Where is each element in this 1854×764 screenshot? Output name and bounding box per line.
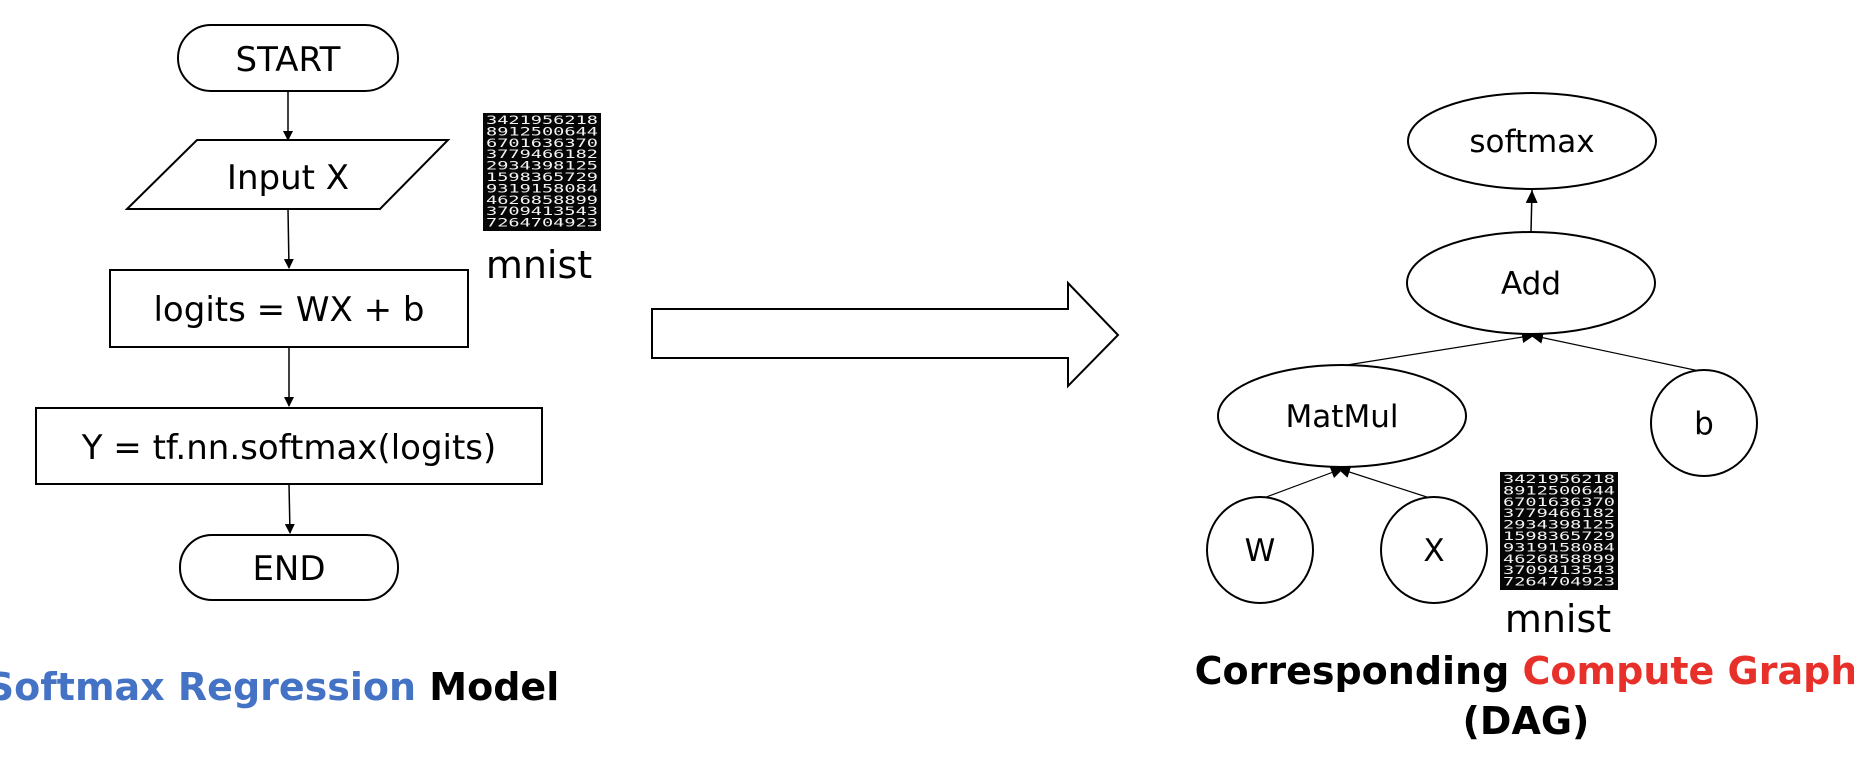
mnist-digit-row: 3709413543	[1503, 563, 1615, 577]
mnist-label-left: mnist	[486, 243, 592, 287]
node-matmul-label: MatMul	[1286, 399, 1399, 435]
node-add	[1406, 231, 1656, 335]
mnist-digit-row: 1598365729	[1503, 529, 1615, 543]
edge-w-to-matmul	[1260, 466, 1345, 500]
edge-x-to-matmul	[1336, 466, 1434, 500]
graph-caption-line2: (DAG)	[1463, 699, 1590, 743]
mnist-digit-row: 9319158084	[486, 181, 598, 195]
transform-arrow	[651, 280, 1120, 389]
node-x	[1380, 496, 1488, 604]
mnist-digit-row: 6701636370	[486, 136, 598, 150]
mnist-digit-row: 3779466182	[1503, 506, 1615, 520]
edge-add-to-softmax	[1525, 189, 1538, 233]
mnist-digits-left: 3421956218891250064467016363703779466182…	[486, 113, 598, 230]
node-b-label: b	[1694, 406, 1714, 442]
end-terminal	[179, 534, 399, 601]
edge-b-to-add	[1529, 331, 1705, 373]
mnist-digit-row: 2934398125	[486, 159, 598, 173]
input-label: Input X	[227, 158, 349, 198]
graph-caption-highlight-red: Compute Graph	[1523, 649, 1854, 693]
mnist-digit-row: 6701636370	[1503, 495, 1615, 509]
node-softmax	[1407, 92, 1657, 190]
node-softmax-label: softmax	[1469, 124, 1594, 160]
flowchart-caption: Softmax Regression Model	[0, 665, 559, 709]
node-matmul	[1217, 364, 1467, 468]
mnist-digit-row: 1598365729	[486, 170, 598, 184]
mnist-digit-row: 3709413543	[486, 204, 598, 218]
mnist-thumbnail-right: 3421956218891250064467016363703779466182…	[1500, 472, 1618, 590]
mnist-thumbnail-left: 3421956218891250064467016363703779466182…	[483, 113, 601, 231]
node-w	[1206, 496, 1314, 604]
logits-label: logits = WX + b	[153, 290, 424, 330]
softmax-eq-box	[35, 407, 543, 485]
caption-highlight-blue: Softmax Regression	[0, 665, 416, 709]
mnist-digit-row: 3421956218	[1503, 472, 1615, 486]
mnist-label-right: mnist	[1505, 597, 1611, 641]
logits-box	[109, 269, 469, 348]
edge-matmul-to-add	[1346, 331, 1536, 366]
flowchart: START Input X logits = WX + b Y = tf.nn.…	[0, 24, 601, 709]
arrow-input-to-logits	[283, 208, 294, 269]
caption-model-word: Model	[416, 665, 559, 709]
end-label: END	[252, 549, 325, 589]
mnist-digit-row: 3779466182	[486, 147, 598, 161]
mnist-digits-right: 3421956218891250064467016363703779466182…	[1503, 472, 1615, 589]
mnist-digit-row: 4626858899	[486, 193, 598, 207]
graph-caption-line1: Corresponding Compute Graph	[1195, 649, 1854, 693]
mnist-digit-row: 7264704923	[1503, 575, 1615, 589]
arrow-softmax-to-end	[284, 483, 295, 534]
node-w-label: W	[1245, 533, 1276, 569]
mnist-digit-row: 2934398125	[1503, 518, 1615, 532]
compute-graph: softmax Add MatMul b W X 342195621889125…	[1195, 92, 1854, 743]
start-label: START	[236, 40, 341, 80]
mnist-digit-row: 3421956218	[486, 113, 598, 127]
mnist-digit-row: 8912500644	[486, 124, 598, 138]
node-x-label: X	[1423, 533, 1444, 569]
graph-caption-corresponding: Corresponding	[1195, 649, 1523, 693]
mnist-digit-row: 9319158084	[1503, 540, 1615, 554]
mnist-digit-row: 8912500644	[1503, 483, 1615, 497]
mnist-digit-row: 4626858899	[1503, 552, 1615, 566]
node-b	[1650, 369, 1758, 477]
mnist-digit-row: 7264704923	[486, 216, 598, 230]
node-add-label: Add	[1501, 266, 1561, 302]
softmax-eq-label: Y = tf.nn.softmax(logits)	[81, 428, 497, 468]
input-parallelogram	[124, 139, 451, 210]
